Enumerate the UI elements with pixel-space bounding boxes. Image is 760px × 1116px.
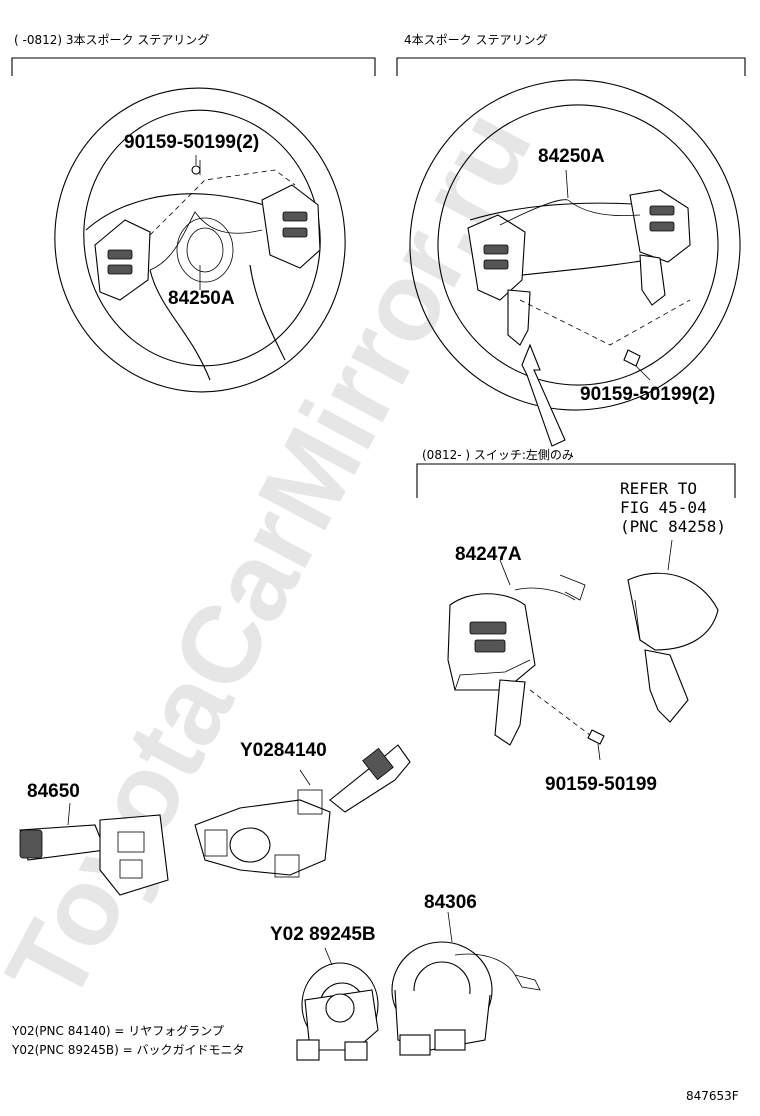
sensor-label: Y02 89245B [270, 924, 376, 945]
spiral-cable [391, 911, 541, 1056]
note-line-2: Y02(PNC 89245B) = バックガイドモニタ [11, 1043, 244, 1057]
bolt-single-label: 90159-50199 [545, 774, 657, 795]
switch-cover-reference [627, 572, 719, 723]
steering-sensor [296, 947, 379, 1061]
combination-switch [19, 744, 411, 896]
combination-switch-label: Y0284140 [240, 740, 327, 761]
note-line-1: Y02(PNC 84140) = リヤフォグランプ [11, 1024, 224, 1038]
switch-left-only-label: 84247A [455, 544, 522, 565]
bolt-right-label: 90159-50199(2) [580, 384, 715, 405]
steering-wheel-4-spoke [409, 79, 741, 447]
left-variant-bracket [11, 57, 376, 76]
bolt-left-label: 90159-50199(2) [124, 132, 259, 153]
right-variant-header: 4本スポーク ステアリング [404, 33, 547, 47]
left-variant-header: ( -0812) 3本スポーク ステアリング [14, 33, 209, 47]
turn-switch-label: 84650 [27, 781, 80, 802]
refer-leader [667, 539, 673, 571]
switch-assembly-left-only [447, 559, 605, 761]
right-variant-bracket [396, 57, 746, 76]
switch-right-label: 84250A [538, 146, 605, 167]
steering-wheel-3-spoke [54, 87, 346, 393]
refer-line-2: FIG 45-04 [620, 498, 707, 517]
switch-left-label: 84250A [168, 288, 235, 309]
switch-variant-bracket [416, 463, 736, 498]
spiral-cable-label: 84306 [424, 892, 477, 913]
refer-line-1: REFER TO [620, 479, 697, 498]
refer-line-3: (PNC 84258) [620, 517, 726, 536]
switch-variant-header: (0812- ) スイッチ:左側のみ [422, 447, 574, 462]
figure-id: 847653F [686, 1089, 739, 1103]
